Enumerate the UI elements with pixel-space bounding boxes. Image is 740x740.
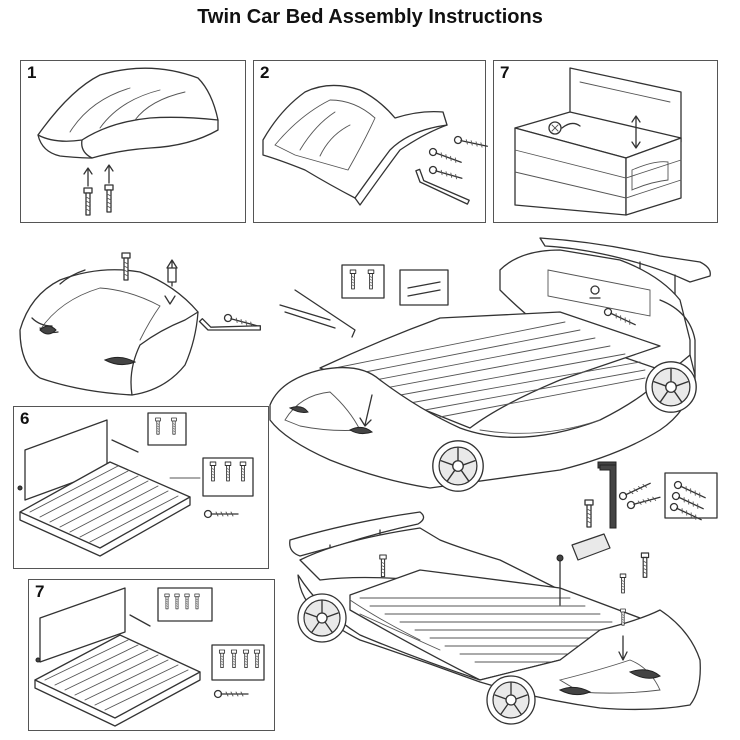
hood-bolts [83,164,114,216]
hood-screws [415,135,489,218]
step-number: 7 [35,582,45,601]
main-bed-hardware [279,264,638,427]
car-bed-assembly-illustration [269,237,711,492]
step-number: 7 [500,63,510,82]
car-bed-second-view-illustration [289,511,701,725]
hood-assembly-fasteners [121,252,264,357]
headboard-box-illustration [514,67,682,216]
step-number: 6 [20,409,30,428]
hood-underside-illustration [262,84,448,206]
step-number: 1 [27,63,37,82]
hood-assembly-illustration [19,269,199,396]
step-number: 2 [260,63,270,82]
slat-frame-illustration-2 [34,587,265,727]
hood-part-illustration [37,67,219,159]
slat-frame-illustration [17,412,254,557]
second-view-hardware [379,461,718,661]
panel-step-1: 1 [20,60,246,223]
page-title: Twin Car Bed Assembly Instructions [197,6,543,28]
